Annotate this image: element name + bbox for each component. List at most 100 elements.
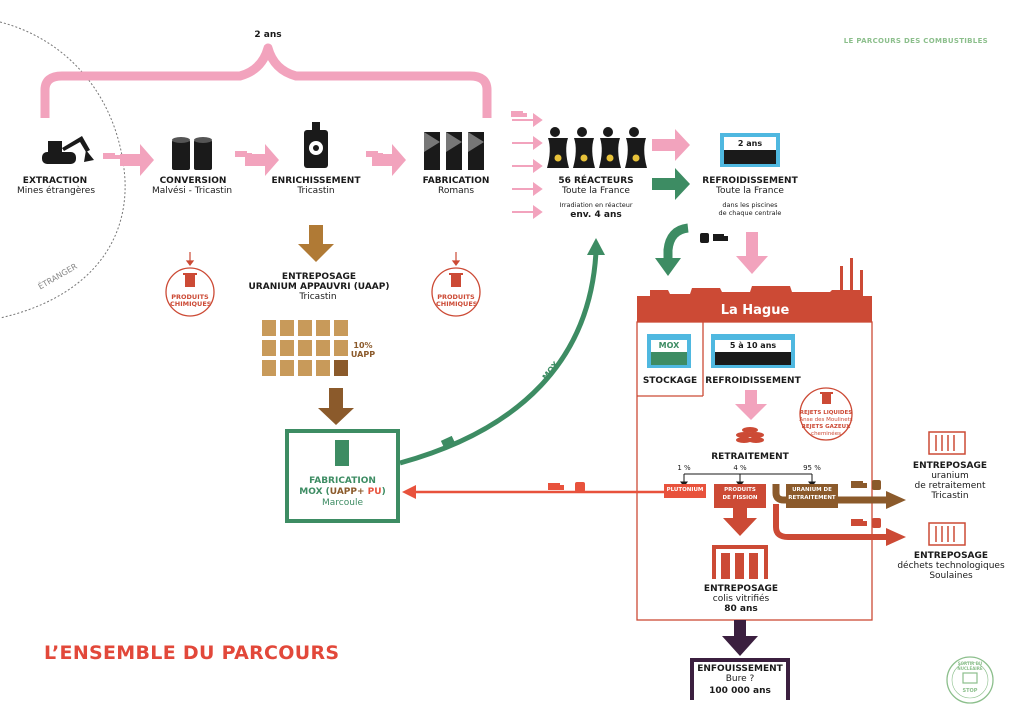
arrow-refroid-lahague bbox=[736, 232, 768, 274]
rejets-l3: REJETS GAZEUX bbox=[801, 424, 851, 430]
truck-icon-3 bbox=[366, 151, 383, 157]
rejets-icon bbox=[799, 387, 853, 441]
refroidissement-sub: Toute la France bbox=[716, 186, 784, 196]
header-label: LE PARCOURS DES COMBUSTIBLES bbox=[843, 37, 988, 45]
transport-icons-ur bbox=[851, 480, 881, 490]
arrow-extraction-conversion bbox=[120, 144, 154, 176]
arrow-mox-to-reacteurs bbox=[399, 251, 599, 466]
uapp-pct: 10% bbox=[353, 341, 373, 350]
refroid-pool-label: 5 à 10 ans bbox=[729, 341, 777, 350]
arrow-conversion-enrichissement bbox=[245, 144, 279, 176]
refroidissement-note2: de chaque centrale bbox=[718, 209, 782, 217]
enrichissement-title: ENRICHISSEMENT bbox=[271, 176, 361, 186]
truck-icon-2 bbox=[235, 151, 252, 157]
pool-icon-refroid-lahague bbox=[711, 334, 795, 368]
pf-label-1: PRODUITS bbox=[724, 487, 756, 493]
conversion-title: CONVERSION bbox=[159, 176, 227, 186]
mox-l1: FABRICATION bbox=[309, 476, 376, 486]
extraction-title: EXTRACTION bbox=[22, 176, 88, 186]
chem-arrows bbox=[185, 252, 461, 266]
entreposage-ur-l1: ENTREPOSAGE bbox=[912, 461, 988, 471]
transport-icons-refroid bbox=[700, 233, 728, 243]
container-icon-dechets bbox=[928, 522, 966, 546]
page-title: L’ENSEMBLE DU PARCOURS bbox=[44, 642, 340, 664]
entreposage-ur-l3: de retraitement bbox=[914, 481, 986, 491]
mox-l3: Marcoule bbox=[322, 498, 363, 508]
uapp-l1: ENTREPOSAGE bbox=[281, 272, 357, 282]
reacteurs-duration: env. 4 ans bbox=[570, 210, 622, 220]
pct-uranium: 95 % bbox=[803, 464, 821, 472]
reacteurs-sub: Toute la France bbox=[562, 186, 630, 196]
arrow-uapp-mox bbox=[318, 388, 354, 425]
arrow-green-to-lahague bbox=[663, 223, 689, 262]
pool-icon-stockage bbox=[647, 334, 691, 368]
duration-brace bbox=[40, 43, 492, 118]
enfouissement-box bbox=[690, 658, 790, 700]
pool-duration: 2 ans bbox=[737, 139, 763, 148]
lahague-header bbox=[637, 300, 872, 322]
plutonium-box bbox=[664, 484, 706, 498]
mox-l2-pu: PU bbox=[367, 487, 382, 497]
enfouissement-l2: Bure ? bbox=[725, 674, 755, 684]
stockage-label: STOCKAGE bbox=[642, 376, 698, 386]
uranium-retraitement-box bbox=[786, 484, 838, 508]
lahague-frame bbox=[636, 321, 873, 621]
enfouissement-l1: ENFOUISSEMENT bbox=[697, 664, 783, 674]
truck-icon-mox bbox=[440, 435, 455, 448]
truck-icon-4 bbox=[511, 111, 527, 117]
uapp-l2: URANIUM APPAUVRI (UAAP) bbox=[248, 282, 390, 292]
arrows-to-reactors bbox=[512, 113, 543, 219]
pct-plutonium: 1 % bbox=[677, 464, 691, 472]
mox-l2: MOX (UAPP+ PU) bbox=[290, 487, 395, 497]
chimiques-left-l1: PRODUITS bbox=[171, 293, 209, 301]
arrow-refroid-retraitement bbox=[735, 390, 767, 420]
pool-icon-refroidissement bbox=[720, 133, 780, 167]
lahague-title: La Hague bbox=[720, 303, 790, 318]
rejets-l4: cheminées bbox=[811, 431, 841, 437]
retraitement-label: RETRAITEMENT bbox=[711, 452, 789, 462]
reacteurs-title: 56 RÉACTEURS bbox=[558, 176, 634, 186]
entreposage-dt-l1: ENTREPOSAGE bbox=[913, 551, 989, 561]
colis-l2: colis vitrifiés bbox=[712, 594, 770, 604]
ur-label-2: RETRAITEMENT bbox=[788, 495, 836, 501]
uapp-barrels-icon bbox=[262, 320, 348, 376]
transport-icons-dechets bbox=[851, 518, 881, 528]
uapp-l3: Tricastin bbox=[299, 292, 337, 302]
arrow-enrichissement-fabrication bbox=[372, 144, 406, 176]
arrow-pf-colis bbox=[723, 508, 757, 536]
entreposage-dt-l3: Soulaines bbox=[929, 571, 973, 581]
sortir-nucleaire-stamp bbox=[946, 656, 994, 704]
retraitement-icon bbox=[736, 427, 764, 443]
uapp-unit: UAPP bbox=[350, 350, 376, 359]
container-icon-ur bbox=[928, 431, 966, 455]
lahague-refroid-label: REFROIDISSEMENT bbox=[705, 376, 801, 386]
arrow-enrich-uapp bbox=[298, 225, 334, 262]
refroidissement-note1: dans les piscines bbox=[722, 201, 778, 209]
rejets-l2: Anse des Moulinets bbox=[799, 417, 853, 423]
conversion-sub: Malvési - Tricastin bbox=[151, 186, 233, 196]
rejets-l1: REJETS LIQUIDES bbox=[799, 410, 853, 416]
chimiques-left-l2: CHIMIQUES bbox=[170, 300, 212, 308]
chimiques-right-l2: CHIMIQUES bbox=[436, 300, 478, 308]
entreposage-ur-l4: Tricastin bbox=[931, 491, 969, 501]
colis-l3: 80 ans bbox=[724, 604, 758, 614]
mox-l2-prefix: MOX ( bbox=[299, 487, 330, 497]
colis-l1: ENTREPOSAGE bbox=[703, 584, 779, 594]
arrow-dechets-entreposage bbox=[773, 504, 888, 540]
arrow-ur-entreposage bbox=[772, 484, 888, 504]
mox-assembly-icon bbox=[335, 440, 349, 466]
enfouissement-l3: 100 000 ans bbox=[709, 686, 771, 696]
transport-icons-plutonium bbox=[548, 482, 585, 492]
colis-icon bbox=[712, 545, 768, 579]
mox-fabrication-box bbox=[285, 429, 400, 523]
conversion-icon bbox=[172, 137, 212, 170]
enrichissement-icon bbox=[304, 122, 328, 168]
fuel-assembly-icon bbox=[424, 132, 484, 170]
produits-chimiques-right bbox=[431, 267, 481, 317]
entreposage-dt-l2: déchets technologiques bbox=[897, 561, 1005, 571]
reacteurs-note: Irradiation en réacteur bbox=[559, 201, 633, 209]
stamp-bottom: STOP bbox=[962, 688, 978, 694]
produits-fission-box bbox=[714, 484, 766, 508]
mox-l2-suffix: ) bbox=[381, 487, 386, 497]
